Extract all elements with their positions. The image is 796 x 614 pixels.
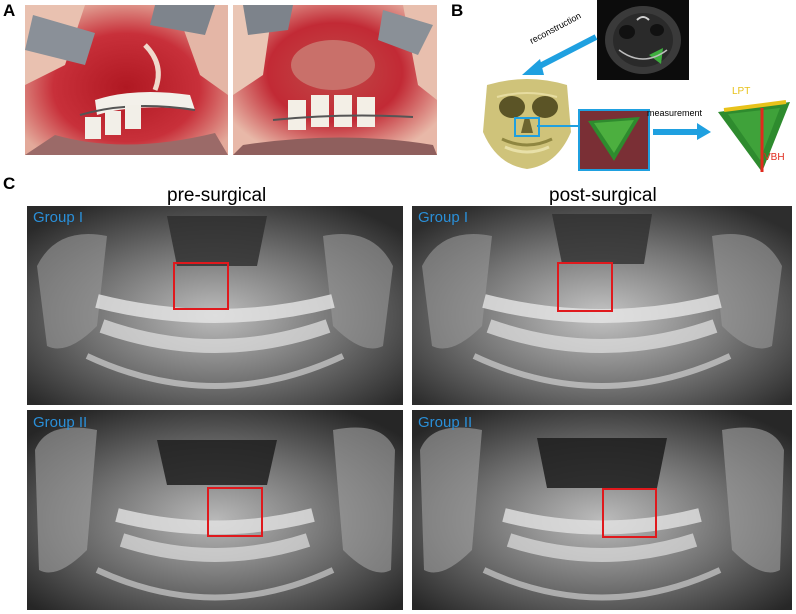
post-surgical-title: post-surgical: [549, 185, 657, 206]
pre-surgical-title: pre-surgical: [167, 185, 267, 206]
measurement-label: measurement: [647, 108, 703, 118]
reconstruction-arrow-icon: [522, 34, 598, 75]
panel-a-letter: A: [3, 1, 16, 20]
group1-pre-label: Group I: [33, 209, 84, 226]
group1-post-label: Group I: [418, 209, 469, 226]
skull-3d-model: [477, 77, 577, 172]
vbh-label: VBH: [764, 152, 785, 163]
panel-c-letter: C: [3, 174, 16, 193]
measurement-arrow-icon: [653, 123, 711, 140]
surgical-photo-2: [233, 5, 437, 155]
bone-graft-zoom: [578, 109, 650, 171]
roi-box-g1-pre: [173, 262, 229, 310]
roi-box-g2-pre: [207, 487, 263, 537]
surgical-photo-1: [25, 5, 228, 155]
group2-pre-label: Group II: [33, 414, 88, 431]
roi-box-g2-post: [602, 488, 657, 538]
xray-group2-pre: [27, 410, 403, 610]
ct-slice-image: [597, 0, 689, 80]
roi-selection-box: [514, 117, 540, 137]
roi-box-g1-post: [557, 262, 613, 312]
lpt-label: LPT: [732, 86, 751, 97]
xray-group1-post: [412, 206, 792, 405]
bone-graft-measurement-model: [714, 94, 794, 174]
xray-group2-post: [412, 410, 792, 610]
group2-post-label: Group II: [418, 414, 473, 431]
zoom-connector-line: [537, 125, 581, 127]
xray-group1-pre: [27, 206, 403, 405]
panel-b-letter: B: [451, 1, 464, 20]
